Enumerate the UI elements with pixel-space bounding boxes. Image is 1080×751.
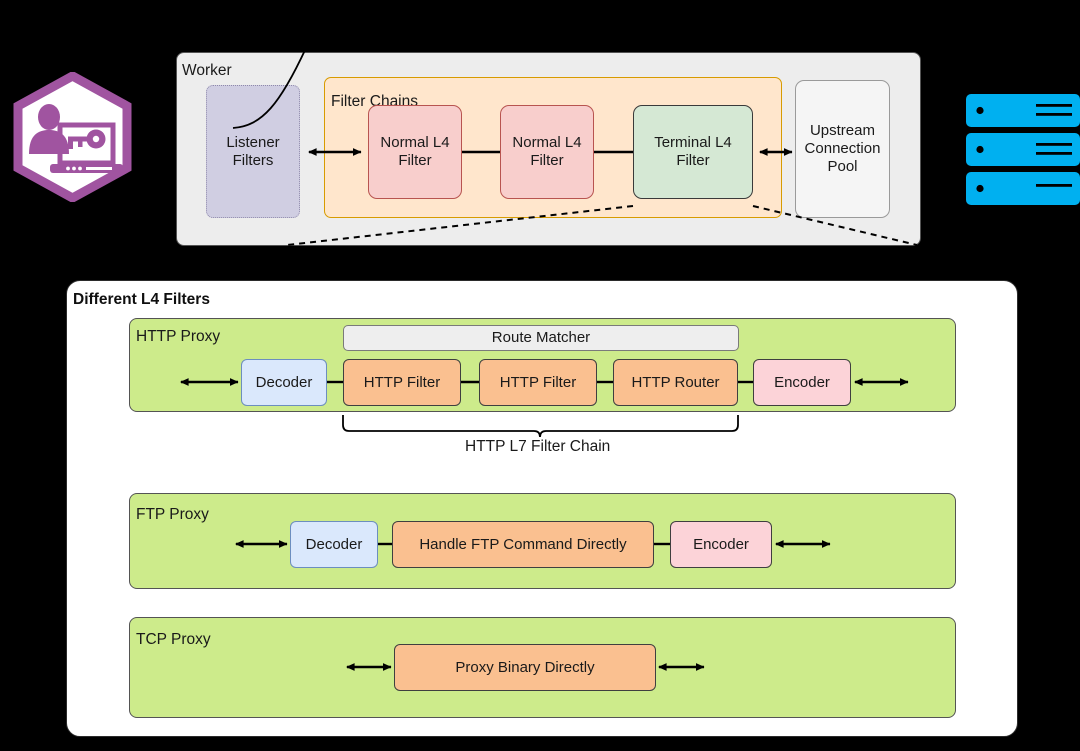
ftp-encoder-box[interactable]: Encoder — [670, 521, 772, 568]
terminal-l4-filter[interactable]: Terminal L4 Filter — [633, 105, 753, 199]
ftp-proxy-label: FTP Proxy — [136, 506, 209, 523]
listener-filters-box[interactable]: Listener Filters — [206, 85, 300, 218]
route-matcher-box[interactable]: Route Matcher — [343, 325, 739, 351]
http-l7-filter-chain-label: HTTP L7 Filter Chain — [465, 438, 611, 455]
http-proxy-label: HTTP Proxy — [136, 328, 221, 345]
ftp-decoder-box[interactable]: Decoder — [290, 521, 378, 568]
http-filter-box-2[interactable]: HTTP Filter — [479, 359, 597, 406]
http-router-box[interactable]: HTTP Router — [613, 359, 738, 406]
panel-title: Different L4 Filters — [73, 291, 210, 308]
http-encoder-box[interactable]: Encoder — [753, 359, 851, 406]
http-filter-box-1[interactable]: HTTP Filter — [343, 359, 461, 406]
proxy-binary-directly-box[interactable]: Proxy Binary Directly — [394, 644, 656, 691]
tcp-proxy-label: TCP Proxy — [136, 631, 211, 648]
http-decoder-box[interactable]: Decoder — [241, 359, 327, 406]
normal-l4-filter-2[interactable]: Normal L4 Filter — [500, 105, 594, 199]
worker-label: Worker — [182, 62, 232, 79]
client-user-laptop-key-icon — [10, 70, 135, 204]
handle-ftp-command-box[interactable]: Handle FTP Command Directly — [392, 521, 654, 568]
server-stack-icon — [966, 92, 1080, 210]
upstream-connection-pool-box[interactable]: Upstream Connection Pool — [795, 80, 890, 218]
normal-l4-filter-1[interactable]: Normal L4 Filter — [368, 105, 462, 199]
